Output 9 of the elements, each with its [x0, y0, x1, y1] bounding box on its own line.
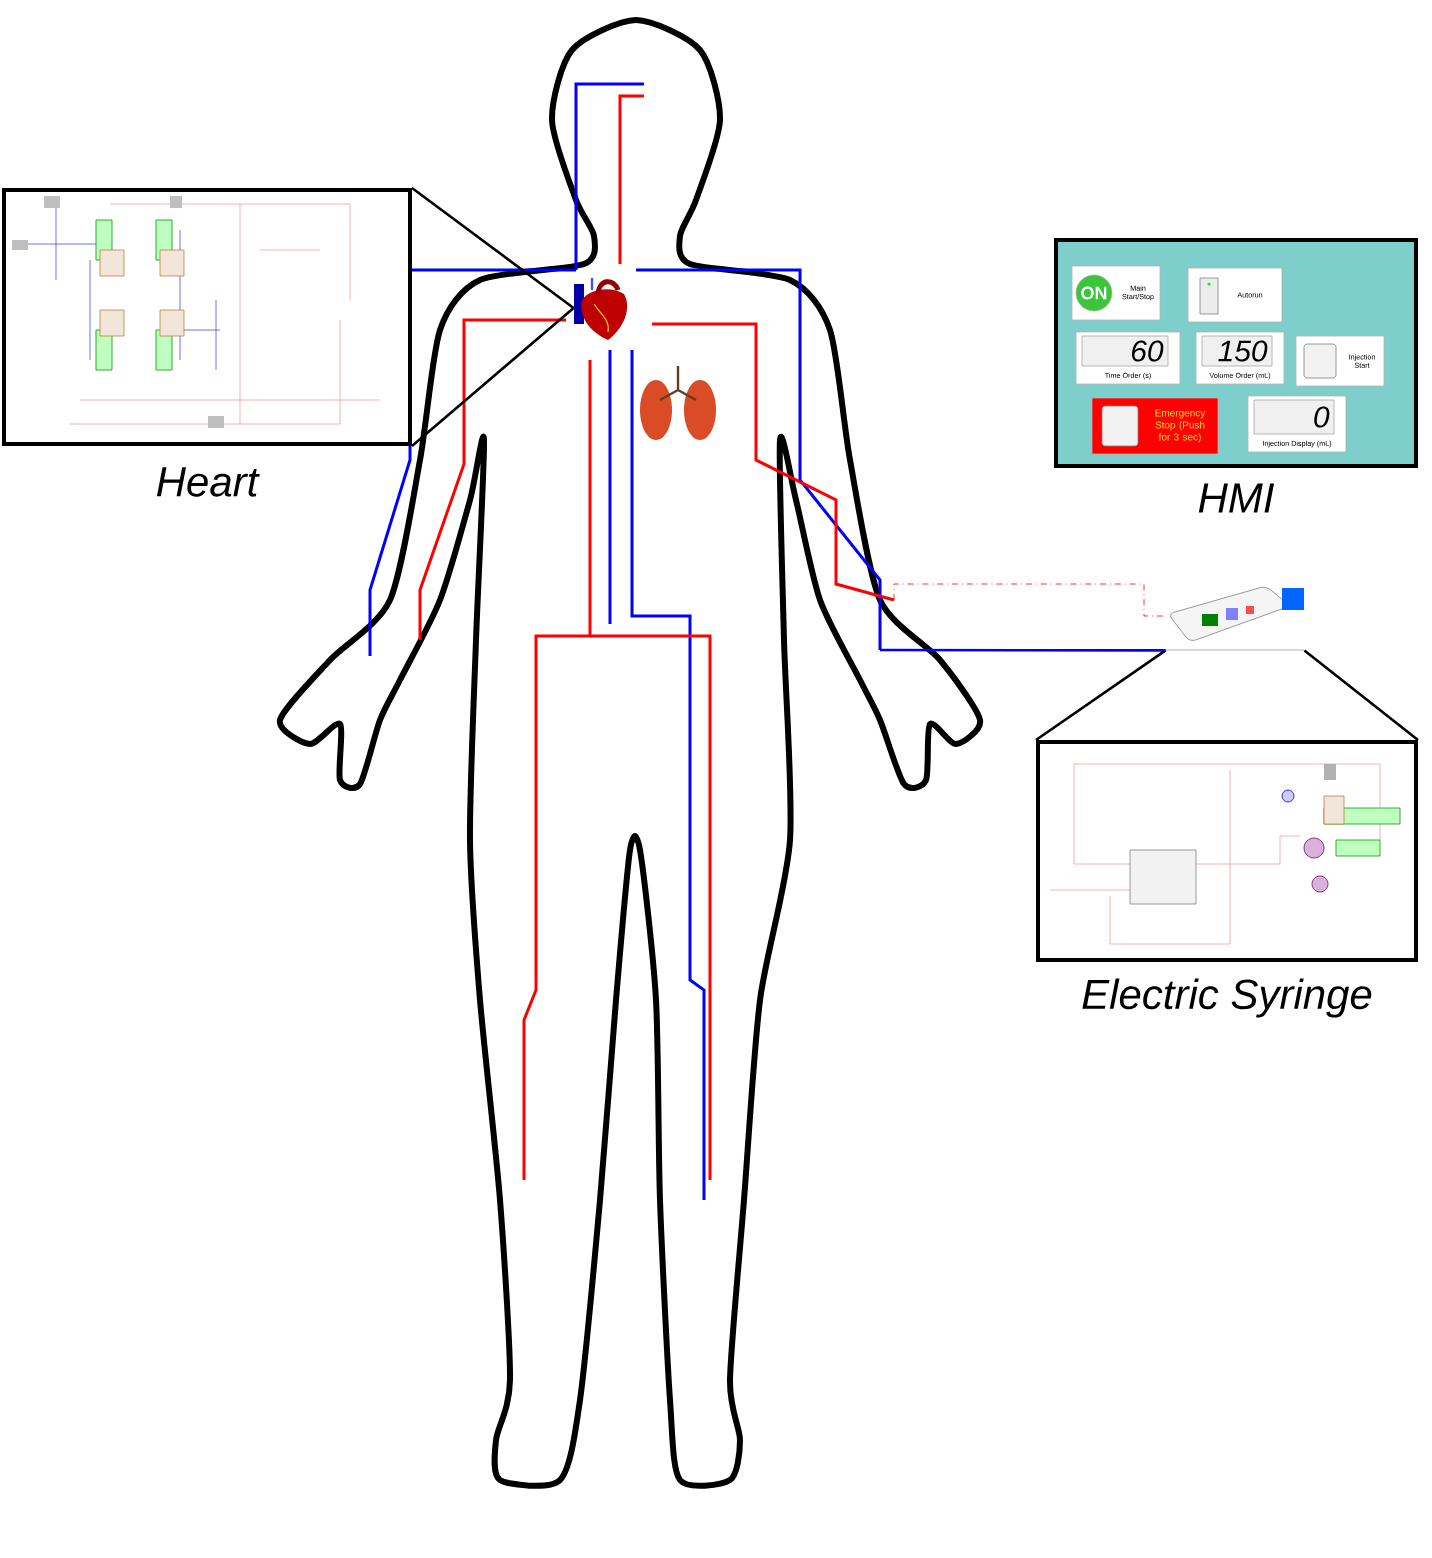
leader-line — [1034, 649, 1420, 742]
panel-caption: Electric Syringe — [1082, 978, 1372, 1018]
heart-drawing — [574, 278, 628, 340]
panel-caption: HMI — [1198, 483, 1274, 513]
leader-line — [410, 186, 575, 448]
panel-caption: Heart — [156, 467, 260, 497]
signal-line — [880, 648, 1166, 652]
signal-line — [893, 583, 1166, 617]
syringe-pump-drawing — [1165, 586, 1305, 651]
